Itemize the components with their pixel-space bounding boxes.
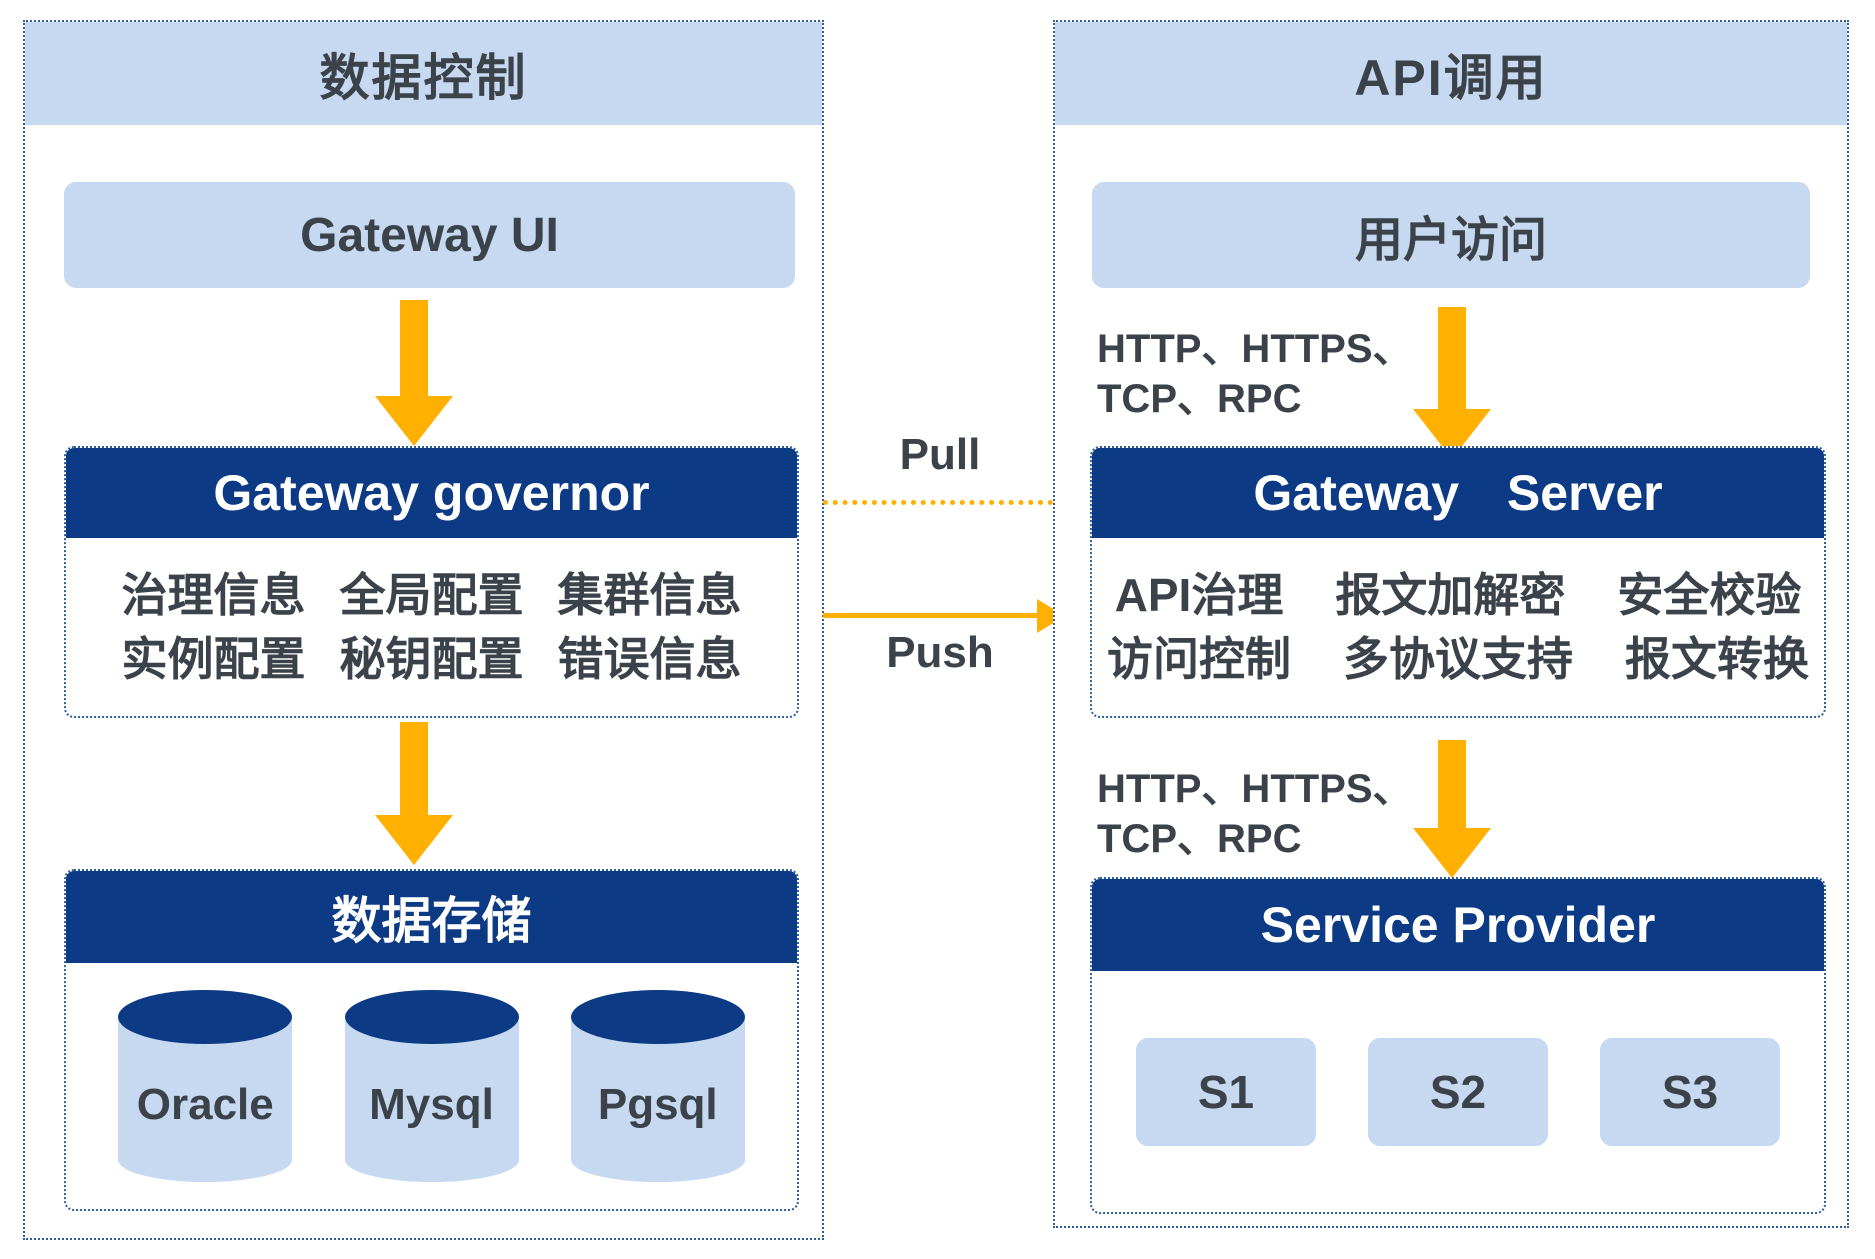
server-row-2: 访问控制 多协议支持 报文转换 [1107, 627, 1809, 691]
service-label: S1 [1197, 1065, 1255, 1118]
gateway-ui-label: Gateway UI [300, 208, 559, 262]
api-call-title: API调用 [1354, 49, 1548, 106]
protocol-line: HTTP、HTTPS、 [1097, 767, 1413, 811]
server-capability: 安全校验 [1617, 569, 1802, 621]
service-node-s1: S1 [1136, 1037, 1316, 1146]
server-capability: 多协议支持 [1343, 633, 1573, 685]
server-capability: API治理 [1114, 569, 1284, 621]
governor-row-2: 实例配置 秘钥配置 错误信息 [122, 627, 742, 691]
push-label: Push [886, 628, 994, 677]
service-provider-box: Service Provider S1 S2 S3 [1090, 877, 1826, 1214]
api-call-panel: API调用 用户访问 HTTP、HTTPS、 TCP、RPC Gateway S… [1053, 20, 1849, 1228]
governor-item: 错误信息 [557, 633, 742, 685]
arrow-shaft [400, 300, 428, 396]
down-arrow-icon [375, 722, 453, 865]
database-label: Mysql [369, 1079, 494, 1129]
arrow-shaft [400, 722, 428, 815]
protocol-line: TCP、RPC [1097, 817, 1302, 861]
gateway-governor-header: Gateway governor [66, 448, 797, 538]
protocol-label-top: HTTP、HTTPS、 TCP、RPC [1097, 324, 1413, 424]
governor-item: 集群信息 [557, 569, 742, 621]
gateway-server-title: Gateway Server [1253, 465, 1663, 521]
governor-item: 全局配置 [339, 569, 524, 621]
data-control-title-bar: 数据控制 [25, 22, 822, 125]
arrow-shaft [1438, 307, 1466, 409]
user-access-node: 用户访问 [1092, 182, 1810, 288]
protocol-label-bottom: HTTP、HTTPS、 TCP、RPC [1097, 764, 1413, 864]
governor-row-1: 治理信息 全局配置 集群信息 [122, 563, 742, 627]
pull-label: Pull [899, 430, 981, 479]
down-arrow-icon [1413, 740, 1491, 878]
user-access-label: 用户访问 [1354, 214, 1547, 267]
gateway-server-box: Gateway Server API治理 报文加解密 安全校验 访问控制 多协议… [1090, 446, 1826, 718]
database-row: Oracle Mysql Pgsql [66, 963, 797, 1209]
database-cylinder-oracle: Oracle [118, 990, 293, 1182]
gateway-governor-body: 治理信息 全局配置 集群信息 实例配置 秘钥配置 错误信息 [66, 538, 797, 716]
arrow-head [1413, 828, 1491, 878]
pull-dotted-line [823, 500, 1053, 505]
cylinder-body: Mysql [344, 1017, 519, 1182]
arrow-shaft [1438, 740, 1466, 828]
service-label: S3 [1661, 1065, 1719, 1118]
gateway-server-header: Gateway Server [1092, 448, 1824, 538]
cylinder-top-icon [570, 990, 745, 1044]
service-label: S2 [1429, 1065, 1487, 1118]
data-control-panel: 数据控制 Gateway UI Gateway governor 治理信息 全局… [23, 20, 824, 1240]
service-provider-title: Service Provider [1260, 897, 1656, 953]
down-arrow-icon [1413, 307, 1491, 459]
data-storage-box: 数据存储 Oracle Mysql Pgsql [64, 869, 799, 1211]
cylinder-top-icon [344, 990, 519, 1044]
cylinder-body: Pgsql [570, 1017, 745, 1182]
gateway-ui-node: Gateway UI [64, 182, 795, 288]
cylinder-top-icon [118, 990, 293, 1044]
governor-item: 秘钥配置 [339, 633, 524, 685]
server-capability: 报文转换 [1625, 633, 1809, 685]
server-capability: 访问控制 [1107, 633, 1291, 685]
protocol-line: TCP、RPC [1097, 377, 1302, 421]
protocol-line: HTTP、HTTPS、 [1097, 327, 1413, 371]
arrow-head [375, 815, 453, 865]
service-provider-header: Service Provider [1092, 879, 1824, 971]
data-storage-title: 数据存储 [331, 893, 532, 949]
database-label: Pgsql [597, 1079, 718, 1129]
down-arrow-icon [375, 300, 453, 446]
database-cylinder-mysql: Mysql [344, 990, 519, 1182]
server-row-1: API治理 报文加解密 安全校验 [1115, 563, 1802, 627]
cylinder-body: Oracle [118, 1017, 293, 1182]
service-node-s3: S3 [1600, 1037, 1780, 1146]
database-label: Oracle [136, 1079, 274, 1129]
service-node-s2: S2 [1368, 1037, 1548, 1146]
gateway-server-body: API治理 报文加解密 安全校验 访问控制 多协议支持 报文转换 [1092, 538, 1824, 716]
governor-item: 治理信息 [121, 569, 306, 621]
push-line [823, 613, 1039, 618]
data-control-title: 数据控制 [319, 49, 528, 106]
gateway-governor-box: Gateway governor 治理信息 全局配置 集群信息 实例配置 秘钥配… [64, 446, 799, 718]
database-cylinder-pgsql: Pgsql [570, 990, 745, 1182]
data-storage-header: 数据存储 [66, 871, 797, 963]
gateway-governor-title: Gateway governor [213, 465, 650, 521]
api-call-title-bar: API调用 [1055, 22, 1847, 125]
service-row: S1 S2 S3 [1092, 971, 1824, 1212]
governor-item: 实例配置 [121, 633, 306, 685]
arrow-head [375, 396, 453, 446]
server-capability: 报文加解密 [1335, 569, 1566, 621]
